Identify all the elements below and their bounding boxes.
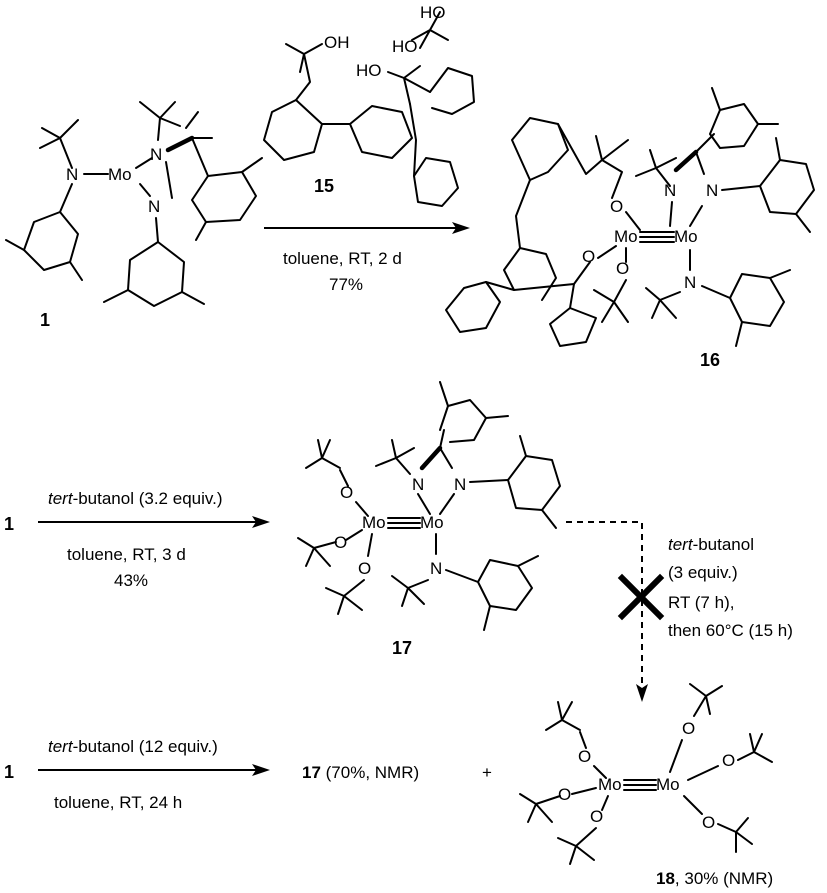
atom-mo-17b: Mo bbox=[420, 513, 444, 532]
compound-1-label: 1 bbox=[40, 310, 50, 330]
compound-15-label: 15 bbox=[314, 176, 334, 196]
atom-mo-17a: Mo bbox=[362, 513, 386, 532]
atom-o-17a: O bbox=[340, 483, 353, 502]
compound-17-label: 17 bbox=[392, 638, 412, 658]
atom-o-18f: O bbox=[702, 813, 715, 832]
compound-15-structure: OH HO HO HO bbox=[263, 3, 475, 207]
cross-mark-icon bbox=[617, 573, 665, 621]
atom-o-16a: O bbox=[610, 197, 623, 216]
atom-n-16a: N bbox=[664, 181, 676, 200]
reaction-3-temp2: then 60°C (15 h) bbox=[668, 621, 793, 640]
atom-mo-16b: Mo bbox=[674, 227, 698, 246]
atom-oh-15: OH bbox=[324, 33, 350, 52]
reaction-3-equiv: (3 equiv.) bbox=[668, 563, 738, 582]
atom-ho-15c: HO bbox=[356, 61, 382, 80]
atom-mo-1: Mo bbox=[108, 165, 132, 184]
reaction-arrow-2 bbox=[38, 516, 270, 528]
plus-sign: + bbox=[482, 763, 492, 782]
reaction-2-yield: 43% bbox=[114, 571, 148, 590]
compound-16-structure: O Mo Mo O O N N N bbox=[445, 87, 815, 347]
atom-mo-18b: Mo bbox=[656, 775, 680, 794]
atom-n-16c: N bbox=[684, 273, 696, 292]
atom-ho-15a: HO bbox=[392, 37, 418, 56]
reaction-4-conditions: toluene, RT, 24 h bbox=[54, 793, 182, 812]
atom-o-16c: O bbox=[616, 259, 629, 278]
atom-o-18d: O bbox=[682, 719, 695, 738]
atom-o-17b: O bbox=[334, 533, 347, 552]
compound-1-label-row3: 1 bbox=[4, 762, 14, 782]
atom-mo-18a: Mo bbox=[598, 775, 622, 794]
reaction-3-reagent: tert-butanol bbox=[668, 535, 754, 554]
product-18-yield: 18, 30% (NMR) bbox=[656, 869, 773, 888]
atom-o-17c: O bbox=[358, 559, 371, 578]
atom-n-17b: N bbox=[454, 475, 466, 494]
reaction-arrow-4 bbox=[38, 764, 270, 776]
reaction-1-conditions: toluene, RT, 2 d bbox=[283, 249, 402, 268]
atom-n-17a: N bbox=[412, 475, 424, 494]
atom-o-18b: O bbox=[558, 785, 571, 804]
atom-n-left: N bbox=[66, 165, 78, 184]
atom-ho-15b: HO bbox=[420, 3, 446, 22]
reaction-4-reagent: tert-butanol (12 equiv.) bbox=[48, 737, 218, 756]
reaction-2-conditions: toluene, RT, 3 d bbox=[67, 545, 186, 564]
compound-1-structure: N Mo N N bbox=[5, 101, 263, 307]
compound-17-structure: O Mo Mo O O N N N bbox=[297, 381, 561, 631]
reaction-3-temp1: RT (7 h), bbox=[668, 593, 734, 612]
atom-n-bottom: N bbox=[148, 197, 160, 216]
atom-o-18c: O bbox=[590, 807, 603, 826]
reaction-arrow-1 bbox=[264, 222, 470, 234]
atom-o-16b: O bbox=[582, 247, 595, 266]
compound-16-label: 16 bbox=[700, 350, 720, 370]
compound-18-structure: O Mo Mo O O O O O bbox=[519, 683, 773, 865]
atom-o-18e: O bbox=[722, 751, 735, 770]
atom-o-18a: O bbox=[578, 747, 591, 766]
atom-n-16b: N bbox=[706, 181, 718, 200]
atom-mo-16a: Mo bbox=[614, 227, 638, 246]
atom-n-top: N bbox=[150, 145, 162, 164]
atom-n-17c: N bbox=[430, 559, 442, 578]
blocked-pathway-arrow bbox=[566, 521, 648, 702]
reaction-1-yield: 77% bbox=[329, 275, 363, 294]
reaction-2-reagent: tert-butanol (3.2 equiv.) bbox=[48, 489, 223, 508]
compound-1-label-row2: 1 bbox=[4, 514, 14, 534]
product-17-yield: 17 (70%, NMR) bbox=[302, 763, 419, 782]
